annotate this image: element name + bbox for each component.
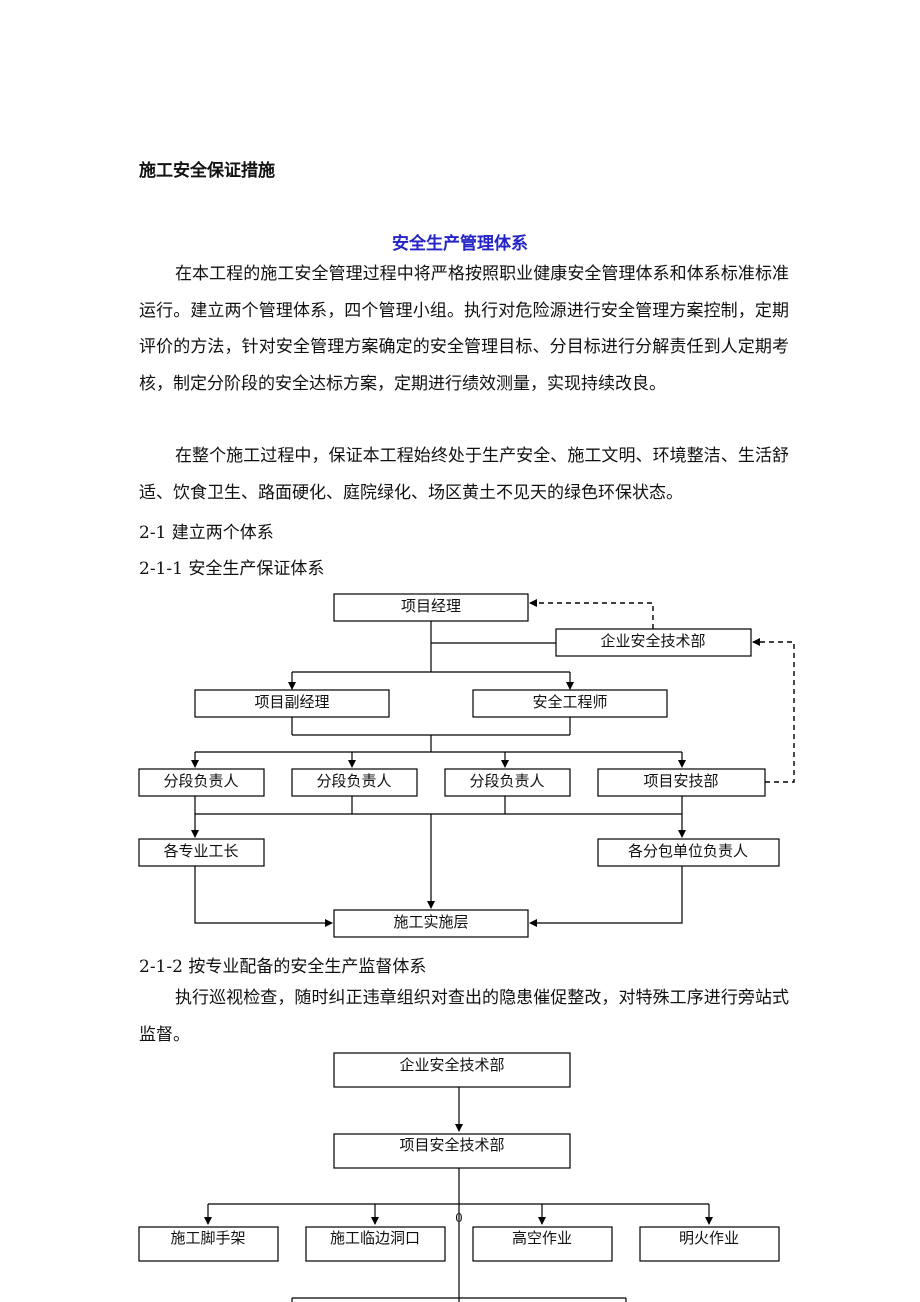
high-work-label: 高空作业 <box>512 1229 572 1247</box>
edge-openings-label: 施工临边洞口 <box>330 1229 420 1247</box>
section-leader-box-2: 分段负责人 <box>291 768 418 797</box>
enterprise-safety-dept-label: 企业安全技术部 <box>600 632 705 650</box>
safety-engineer-box: 安全工程师 <box>472 689 668 718</box>
section-title: 安全生产管理体系 <box>392 234 528 254</box>
project-manager-box: 项目经理 <box>333 593 529 622</box>
edge-openings-box: 施工临边洞口 <box>305 1226 446 1262</box>
deputy-manager-label: 项目副经理 <box>254 693 329 711</box>
scaffold-label: 施工脚手架 <box>170 1229 245 1247</box>
heading-2-1-1: 2-1-1 安全生产保证体系 <box>139 559 325 579</box>
safety-assurance-chart: 项目经理 企业安全技术部 项目副经理 安全工程师 分段负责人 分段负责人 <box>138 593 795 938</box>
high-work-box: 高空作业 <box>472 1226 613 1262</box>
chart1-connectors <box>191 599 795 927</box>
enterprise-dept-box-2: 企业安全技术部 <box>333 1052 571 1088</box>
section-leader-label-2: 分段负责人 <box>316 772 391 790</box>
subcontract-leaders-box: 各分包单位负责人 <box>597 838 780 867</box>
zero-marker: 0 <box>455 1211 463 1225</box>
section-leader-box-1: 分段负责人 <box>138 768 265 797</box>
section-leader-label-1: 分段负责人 <box>163 772 238 790</box>
project-safety-dept-box: 项目安全技术部 <box>333 1133 571 1169</box>
enterprise-safety-dept-box: 企业安全技术部 <box>555 628 752 657</box>
heading-2-1: 2-1 建立两个体系 <box>139 523 274 543</box>
paragraph-supervision: 执行巡视检查，随时纠正违章组织对查出的隐患催促整改，对特殊工序进行旁站式监督。 <box>139 988 789 1045</box>
open-fire-label: 明火作业 <box>679 1229 739 1247</box>
open-fire-box: 明火作业 <box>639 1226 780 1262</box>
project-manager-label: 项目经理 <box>401 597 461 615</box>
scaffold-box: 施工脚手架 <box>138 1226 279 1262</box>
paragraph-intro: 在本工程的施工安全管理过程中将严格按照职业健康安全管理体系和体系标准标准运行。建… <box>139 264 789 394</box>
document-title: 施工安全保证措施 <box>139 161 275 181</box>
foremen-label: 各专业工长 <box>163 842 238 860</box>
heading-2-1-2: 2-1-2 按专业配备的安全生产监督体系 <box>139 957 427 977</box>
project-safety-dept-label: 项目安全技术部 <box>399 1136 504 1154</box>
project-tech-dept-label: 项目安技部 <box>643 772 718 790</box>
construction-layer-label: 施工实施层 <box>393 913 468 931</box>
paragraph-goals: 在整个施工过程中，保证本工程始终处于生产安全、施工文明、环境整洁、生活舒适、饮食… <box>139 446 789 503</box>
project-tech-dept-box: 项目安技部 <box>597 768 766 797</box>
deputy-manager-box: 项目副经理 <box>194 689 390 718</box>
section-leader-box-3: 分段负责人 <box>444 768 571 797</box>
supervision-chart: 企业安全技术部 项目安全技术部 0 施工脚手架 施工临边洞口 高空作业 明火 <box>138 1052 780 1302</box>
chart2-connectors <box>204 1087 713 1302</box>
section-leader-label-3: 分段负责人 <box>469 772 544 790</box>
construction-layer-box: 施工实施层 <box>333 909 529 938</box>
subcontract-leaders-label: 各分包单位负责人 <box>628 842 748 860</box>
enterprise-dept-label-2: 企业安全技术部 <box>399 1056 504 1074</box>
safety-engineer-label: 安全工程师 <box>532 693 607 711</box>
foremen-box: 各专业工长 <box>138 838 265 867</box>
